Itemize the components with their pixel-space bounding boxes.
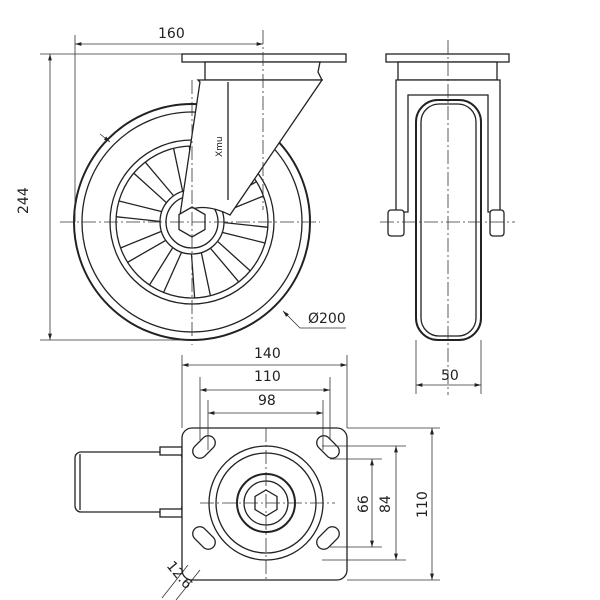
dim-84: 84 bbox=[378, 495, 394, 513]
spoke-edge bbox=[217, 241, 251, 272]
spoke-edge bbox=[148, 247, 174, 286]
dim-98: 98 bbox=[258, 393, 276, 409]
dim-50: 50 bbox=[441, 368, 459, 384]
spoke-edge bbox=[118, 200, 162, 213]
top-plate-front bbox=[385, 53, 510, 63]
spoke-edge bbox=[119, 230, 162, 249]
dim-66: 66 bbox=[356, 495, 372, 513]
dim-110-top: 110 bbox=[254, 369, 281, 385]
spoke-edge bbox=[126, 239, 166, 264]
spoke-edge bbox=[133, 172, 167, 203]
wheel-top bbox=[74, 451, 183, 513]
mounting-slot bbox=[316, 435, 340, 459]
side-view: Xmu 160 244 Ø200 bbox=[16, 26, 347, 345]
dim-160: 160 bbox=[158, 26, 185, 42]
axle-bolt-right bbox=[489, 209, 505, 237]
front-view: 50 bbox=[380, 40, 515, 395]
top-plate bbox=[181, 53, 347, 63]
spoke-edge bbox=[172, 147, 184, 192]
mounting-slot bbox=[192, 526, 216, 550]
axle-bolt-left bbox=[387, 209, 405, 237]
tire-front bbox=[415, 99, 482, 341]
dim-110-side: 110 bbox=[415, 491, 431, 518]
mounting-slots bbox=[192, 435, 340, 550]
mounting-slot bbox=[316, 526, 340, 550]
spoke-edge bbox=[162, 252, 182, 294]
spoke-edge bbox=[222, 231, 266, 244]
mounting-slot bbox=[192, 435, 216, 459]
spoke-edge bbox=[115, 216, 160, 223]
spoke-edge bbox=[200, 252, 212, 297]
dim-diameter: Ø200 bbox=[308, 311, 346, 327]
dim-244: 244 bbox=[16, 187, 32, 214]
fork bbox=[179, 79, 324, 217]
brand-logo: Xmu bbox=[215, 136, 225, 157]
spoke-edge bbox=[210, 248, 240, 283]
dim-140: 140 bbox=[254, 346, 281, 362]
top-view: 140 110 98 66 84 110 12.6 bbox=[74, 346, 440, 600]
spoke-edge bbox=[224, 221, 269, 228]
spoke-edge bbox=[144, 161, 174, 196]
swivel-bearing bbox=[204, 61, 324, 81]
